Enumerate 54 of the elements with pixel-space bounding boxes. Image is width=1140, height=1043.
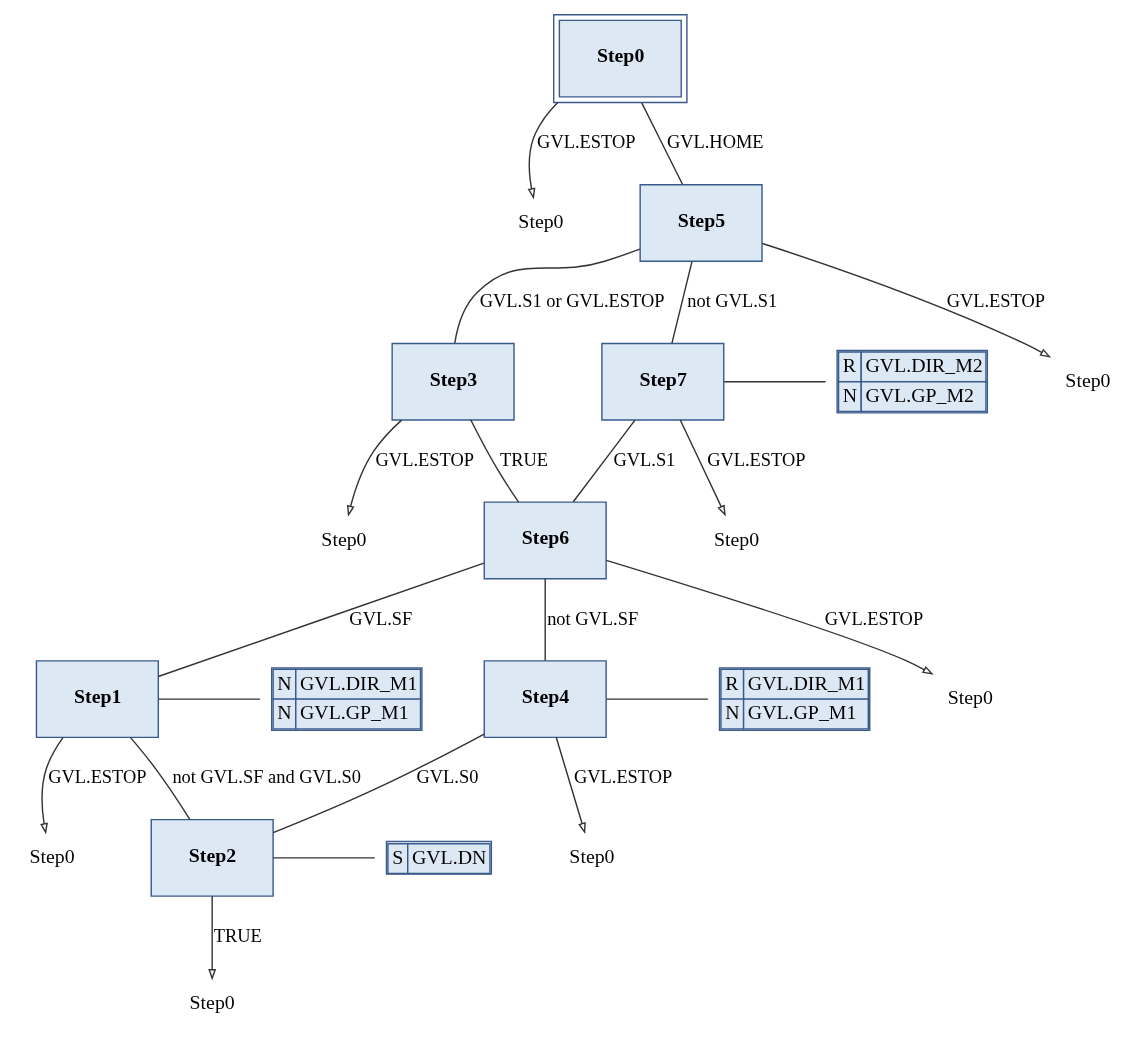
arrow (208, 894, 217, 980)
node-box: Step7 (601, 342, 725, 421)
arrow (679, 418, 726, 516)
edge-label: GVL.S1 (613, 449, 676, 470)
node-box: Step3 (391, 342, 515, 421)
edge-label: GVL.ESTOP (48, 766, 147, 787)
edge-label: not GVL.S1 (687, 290, 778, 311)
connector (272, 856, 376, 859)
connector (454, 247, 641, 344)
arrow (40, 736, 64, 834)
node-box: Step6 (483, 500, 607, 579)
node-text: Step0 (569, 844, 615, 867)
edge-label: not GVL.SF (547, 608, 639, 629)
edge-label: GVL.S0 (416, 766, 479, 787)
connector (572, 418, 636, 502)
node-text: Step0 (29, 844, 75, 867)
connector (272, 732, 485, 833)
connector (641, 101, 684, 185)
connector (544, 577, 546, 661)
connector (158, 697, 261, 700)
edge-label: GVL.SF (349, 608, 413, 629)
node-box: Step2 (150, 818, 274, 897)
connector (470, 418, 520, 503)
arrow (605, 559, 934, 675)
connector (723, 380, 827, 382)
connector (157, 561, 485, 677)
connector (129, 736, 191, 820)
edge-label: not GVL.SF and GVL.S0 (172, 766, 362, 787)
edge-label: GVL.ESTOP (946, 290, 1046, 311)
arrow (527, 101, 559, 199)
node-box: Step1 (35, 659, 160, 738)
node-box: Step5 (639, 183, 763, 262)
edge-label: GVL.HOME (666, 131, 764, 152)
arrow (761, 242, 1052, 358)
node-text: Step0 (518, 209, 564, 232)
arrow (555, 736, 586, 834)
node-box: Step4 (483, 659, 607, 738)
edge-label: TRUE (499, 449, 548, 470)
node-text: Step0 (321, 527, 367, 550)
edge-label: GVL.ESTOP (537, 131, 636, 152)
node-box: Step0 (553, 13, 688, 103)
connector (605, 697, 709, 700)
node-text: Step0 (947, 685, 993, 708)
arrow (346, 418, 403, 517)
connector (671, 260, 693, 344)
node-text: Step0 (1065, 368, 1111, 391)
edge-label: GVL.ESTOP (824, 608, 924, 629)
edge-label: GVL.S1 or GVL.ESTOP (479, 290, 665, 311)
node-text: Step0 (189, 990, 235, 1013)
edge-label: GVL.ESTOP (375, 449, 474, 470)
edge-label: GVL.ESTOP (573, 766, 673, 787)
edge-label: TRUE (213, 925, 262, 946)
edge-label: GVL.ESTOP (707, 449, 806, 470)
node-text: Step0 (713, 527, 760, 550)
